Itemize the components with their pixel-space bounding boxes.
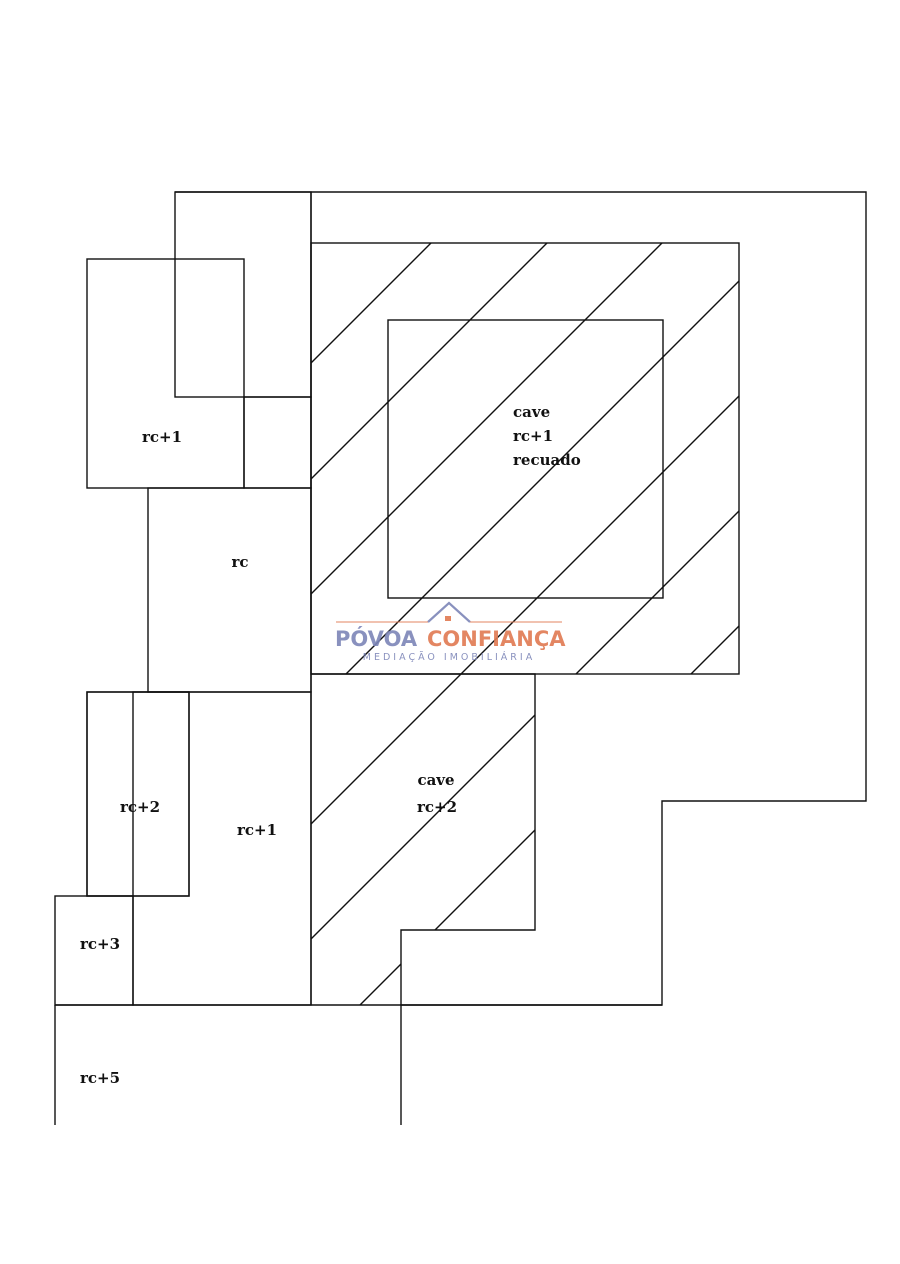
- room-rc: [147, 487, 312, 693]
- brand-name-part1: PÓVOA: [335, 626, 418, 651]
- label-cave-lower-2: rc+2: [417, 798, 457, 816]
- hatch-line-upper-4: [460, 395, 739, 674]
- cave-lower-outline: [311, 673, 536, 1005]
- label-cave-center-3: recuado: [513, 451, 581, 469]
- hatch-upper: [311, 243, 739, 674]
- label-cave-lower-1: cave: [417, 771, 454, 789]
- label-cave-center-2: rc+1: [513, 427, 553, 445]
- hatch-line-upper-3: [345, 280, 739, 674]
- watermark-logo: PÓVOA CONFIANÇA MEDIAÇÃO IMOBILIÁRIA: [335, 601, 566, 663]
- room-rc-plus1-mid: [132, 691, 312, 1006]
- room-rc-plus1-top: [86, 258, 245, 489]
- hatch-line-upper-0: [311, 243, 432, 364]
- room-rc-plus2-left-fill: [86, 691, 190, 897]
- inner-recuado-room: [387, 319, 664, 599]
- label-cave-center-1: cave: [513, 403, 550, 421]
- hatch-line-lower-1: [311, 674, 535, 1005]
- label-rc-plus1-top: rc+1: [142, 428, 182, 446]
- brand-name-part2: CONFIANÇA: [427, 627, 566, 651]
- house-window-icon: [445, 616, 451, 621]
- top-left-block: [174, 191, 312, 398]
- label-rc-plus2-left: rc+2: [120, 798, 160, 816]
- hatch-line-upper-2: [311, 243, 663, 595]
- small-room-top: [243, 396, 312, 489]
- room-rc-plus2-left: [86, 691, 190, 897]
- label-rc: rc: [231, 553, 248, 571]
- hatch-line-lower-2: [311, 674, 535, 1005]
- hatch-line-lower-0: [311, 674, 535, 1005]
- label-rc-plus3: rc+3: [80, 935, 120, 953]
- brand-tagline: MEDIAÇÃO IMOBILIÁRIA: [363, 651, 535, 663]
- hatch-line-upper-6: [690, 625, 739, 674]
- hatch-lower: [311, 674, 535, 1005]
- label-rc-plus5: rc+5: [80, 1069, 120, 1087]
- hatch-line-upper-5: [575, 510, 739, 674]
- hatch-line-upper-1: [311, 243, 548, 480]
- house-roof-icon: [427, 601, 471, 623]
- label-rc-plus1-mid: rc+1: [237, 821, 277, 839]
